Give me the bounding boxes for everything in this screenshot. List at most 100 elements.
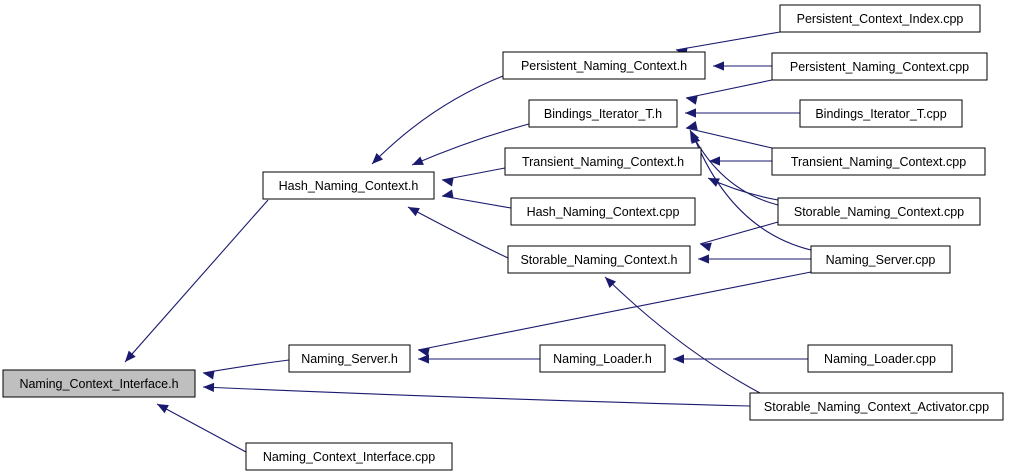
node-box[interactable] bbox=[507, 245, 691, 274]
node-label: Hash_Naming_Context.h bbox=[279, 179, 419, 193]
edge-persistent_naming_context_h-to-hash_naming_context_h bbox=[371, 75, 504, 165]
node-box[interactable] bbox=[771, 147, 986, 176]
arrow-head-icon bbox=[709, 156, 720, 166]
arrow-head-icon bbox=[708, 178, 720, 187]
nodes-layer: Naming_Context_Interface.h Hash_Naming_Co… bbox=[2, 4, 1004, 471]
node-box[interactable] bbox=[771, 52, 988, 81]
arrow-head-icon bbox=[442, 177, 454, 187]
arrow-head-icon bbox=[686, 95, 698, 105]
edge-naming_server_cpp-to-bindings_iterator_t_h bbox=[691, 131, 812, 251]
node-bindings_iterator_t_cpp[interactable]: Bindings_Iterator_T.cpp bbox=[799, 99, 963, 128]
node-storable_naming_context_activator_cpp[interactable]: Storable_Naming_Context_Activator.cpp bbox=[749, 392, 1004, 421]
arrow-head-icon bbox=[203, 382, 215, 392]
edge-line bbox=[699, 221, 779, 245]
edge-line bbox=[691, 131, 812, 251]
node-persistent_context_index_cpp[interactable]: Persistent_Context_Index.cpp bbox=[779, 4, 981, 33]
node-label: Naming_Context_Interface.cpp bbox=[263, 450, 435, 464]
node-label: Bindings_Iterator_T.h bbox=[544, 107, 662, 121]
node-transient_naming_context_h[interactable]: Transient_Naming_Context.h bbox=[504, 147, 702, 176]
node-box[interactable] bbox=[245, 442, 453, 471]
node-box[interactable] bbox=[749, 392, 1004, 421]
edge-naming_server_cpp-to-storable_naming_context_h bbox=[698, 254, 811, 264]
edge-naming_loader_cpp-to-naming_loader_h bbox=[673, 354, 808, 364]
node-box[interactable] bbox=[807, 344, 953, 373]
node-label: Storable_Naming_Context.h bbox=[520, 253, 677, 267]
edge-bindings_iterator_t_h-to-hash_naming_context_h bbox=[411, 123, 530, 166]
node-persistent_naming_context_h[interactable]: Persistent_Naming_Context.h bbox=[502, 51, 706, 80]
node-label: Transient_Naming_Context.cpp bbox=[791, 155, 966, 169]
edge-storable_naming_context_activator_cpp-to-storable_naming_context_h bbox=[604, 276, 761, 394]
node-box[interactable] bbox=[262, 171, 435, 200]
arrow-head-icon bbox=[698, 254, 709, 264]
node-box[interactable] bbox=[539, 344, 666, 373]
edge-storable_naming_context_cpp-to-transient_naming_context_h bbox=[707, 177, 779, 201]
node-label: Hash_Naming_Context.cpp bbox=[527, 205, 680, 219]
node-label: Storable_Naming_Context_Activator.cpp bbox=[764, 400, 989, 414]
node-box[interactable] bbox=[504, 147, 702, 176]
node-label: Naming_Server.cpp bbox=[826, 253, 936, 267]
edge-line bbox=[604, 276, 761, 394]
node-bindings_iterator_t_h[interactable]: Bindings_Iterator_T.h bbox=[528, 99, 678, 128]
node-storable_naming_context_cpp[interactable]: Storable_Naming_Context.cpp bbox=[777, 197, 981, 226]
arrow-head-icon bbox=[125, 350, 136, 362]
node-label: Storable_Naming_Context.cpp bbox=[794, 205, 964, 219]
node-hash_naming_context_h[interactable]: Hash_Naming_Context.h bbox=[262, 171, 435, 200]
node-persistent_naming_context_cpp[interactable]: Persistent_Naming_Context.cpp bbox=[771, 52, 988, 81]
node-box[interactable] bbox=[502, 51, 706, 80]
edge-naming_loader_h-to-naming_server_h bbox=[418, 354, 540, 364]
node-transient_naming_context_cpp[interactable]: Transient_Naming_Context.cpp bbox=[771, 147, 986, 176]
node-box-current[interactable] bbox=[2, 369, 196, 398]
edge-storable_naming_context_h-to-hash_naming_context_h bbox=[407, 206, 509, 259]
arrow-head-icon bbox=[686, 121, 698, 131]
node-label: Transient_Naming_Context.h bbox=[522, 155, 684, 169]
edge-line bbox=[675, 31, 781, 51]
edge-transient_naming_context_cpp-to-transient_naming_context_h bbox=[709, 156, 772, 166]
node-label: Naming_Server.h bbox=[301, 352, 398, 366]
node-naming_context_interface_cpp[interactable]: Naming_Context_Interface.cpp bbox=[245, 442, 453, 471]
edge-line bbox=[202, 386, 751, 407]
node-naming_context_interface_h[interactable]: Naming_Context_Interface.h bbox=[2, 369, 196, 398]
node-label: Naming_Loader.cpp bbox=[824, 352, 936, 366]
node-label: Persistent_Context_Index.cpp bbox=[797, 12, 964, 26]
arrow-head-icon bbox=[691, 132, 701, 144]
node-naming_server_cpp[interactable]: Naming_Server.cpp bbox=[810, 245, 951, 274]
node-hash_naming_context_cpp[interactable]: Hash_Naming_Context.cpp bbox=[510, 197, 696, 226]
node-label: Persistent_Naming_Context.h bbox=[521, 59, 687, 73]
edge-bindings_iterator_t_cpp-to-bindings_iterator_t_h bbox=[685, 108, 800, 118]
node-naming_loader_cpp[interactable]: Naming_Loader.cpp bbox=[807, 344, 953, 373]
edge-line bbox=[407, 206, 509, 259]
node-naming_server_h[interactable]: Naming_Server.h bbox=[288, 344, 411, 373]
edge-line bbox=[685, 127, 773, 149]
edge-transient_naming_context_h-to-hash_naming_context_h bbox=[441, 167, 506, 187]
node-box[interactable] bbox=[810, 245, 951, 274]
node-box[interactable] bbox=[510, 197, 696, 226]
edge-line bbox=[371, 75, 504, 165]
node-box[interactable] bbox=[799, 99, 963, 128]
node-storable_naming_context_h[interactable]: Storable_Naming_Context.h bbox=[507, 245, 691, 274]
edge-line bbox=[689, 129, 779, 206]
arrow-head-icon bbox=[418, 347, 430, 357]
edge-line bbox=[685, 79, 773, 99]
edge-storable_naming_context_cpp-to-bindings_iterator_t_h bbox=[689, 129, 779, 206]
edge-storable_naming_context_activator_cpp-to-naming_context_interface_h bbox=[202, 382, 751, 407]
edge-naming_server_h-to-naming_context_interface_h bbox=[202, 359, 290, 380]
edge-persistent_naming_context_cpp-to-persistent_naming_context_h bbox=[713, 61, 772, 71]
edge-naming_context_interface_cpp-to-naming_context_interface_h bbox=[156, 403, 247, 453]
node-label: Persistent_Naming_Context.cpp bbox=[790, 60, 969, 74]
node-box[interactable] bbox=[779, 4, 981, 33]
edge-line bbox=[417, 271, 812, 351]
arrow-head-icon bbox=[713, 61, 724, 71]
arrow-head-icon bbox=[157, 404, 169, 414]
node-naming_loader_h[interactable]: Naming_Loader.h bbox=[539, 344, 666, 373]
node-label: Naming_Loader.h bbox=[553, 352, 652, 366]
arrow-head-icon bbox=[372, 152, 384, 164]
arrow-head-icon bbox=[673, 354, 684, 364]
edge-hash_naming_context_h-to-naming_context_interface_h bbox=[124, 199, 269, 363]
node-box[interactable] bbox=[288, 344, 411, 373]
node-box[interactable] bbox=[777, 197, 981, 226]
arrow-head-icon bbox=[418, 354, 429, 364]
node-box[interactable] bbox=[528, 99, 678, 128]
edges-layer bbox=[124, 31, 812, 453]
